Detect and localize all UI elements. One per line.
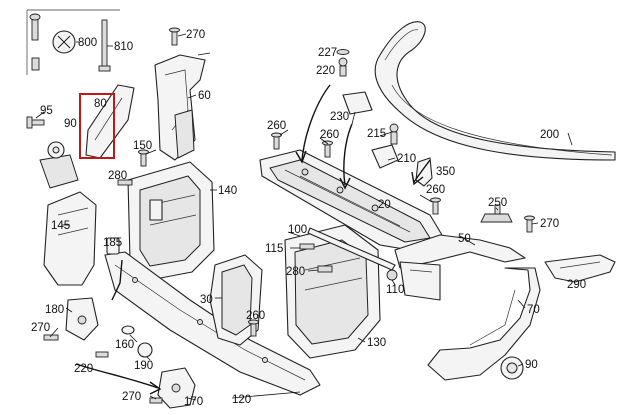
label-260: 260 — [267, 120, 286, 132]
bolts — [43, 27, 535, 404]
label-270: 270 — [31, 322, 50, 334]
label-30: 30 — [200, 294, 213, 306]
lower-carrier-120 — [104, 251, 321, 396]
support-arm-50 — [394, 234, 526, 301]
leader-lines — [35, 33, 573, 401]
bolt-95 — [26, 116, 45, 129]
label-280: 280 — [108, 170, 127, 182]
label-180: 180 — [45, 304, 64, 316]
label-50: 50 — [458, 233, 471, 245]
bracket-80 — [85, 84, 135, 159]
label-130: 130 — [367, 337, 386, 349]
part-labels: 800 810 270 60 80 95 90 150 280 140 145 … — [31, 29, 586, 408]
label-150: 150 — [133, 140, 152, 152]
bracket-145 — [39, 154, 97, 286]
support-130 — [284, 224, 381, 359]
label-230: 230 — [330, 111, 349, 123]
label-215: 215 — [367, 128, 386, 140]
label-80: 80 — [94, 98, 107, 110]
trim-290 — [544, 254, 616, 283]
flow-arrows — [75, 84, 431, 395]
grommet-90b — [500, 356, 524, 380]
part-190 — [137, 342, 153, 358]
upper-cross-member-200 — [374, 21, 616, 161]
label-290: 290 — [567, 279, 586, 291]
label-280: 280 — [286, 266, 305, 278]
label-220: 220 — [316, 65, 335, 77]
bracket-170 — [157, 367, 196, 409]
label-20: 20 — [378, 199, 391, 211]
sleeve-185 — [106, 237, 120, 255]
label-220: 220 — [74, 363, 93, 375]
label-100: 100 — [288, 224, 307, 236]
legend-box — [26, 9, 120, 75]
label-170: 170 — [184, 396, 203, 408]
label-120: 120 — [232, 394, 251, 406]
grommet-90a — [47, 141, 65, 159]
label-270: 270 — [540, 218, 559, 230]
label-800: 800 — [78, 37, 97, 49]
label-200: 200 — [540, 129, 559, 141]
label-810: 810 — [114, 41, 133, 53]
label-60: 60 — [198, 90, 211, 102]
label-160: 160 — [115, 339, 134, 351]
label-260: 260 — [246, 310, 265, 322]
label-90: 90 — [525, 359, 538, 371]
label-110: 110 — [386, 284, 404, 296]
label-270: 270 — [186, 29, 205, 41]
label-90: 90 — [64, 118, 77, 130]
arm-70 — [427, 267, 541, 381]
label-70: 70 — [527, 304, 540, 316]
label-227: 227 — [318, 47, 337, 59]
label-140: 140 — [218, 185, 237, 197]
hook-350 — [415, 157, 433, 187]
label-95: 95 — [40, 105, 53, 117]
bracket-210 — [371, 123, 399, 169]
label-115: 115 — [265, 243, 283, 255]
label-350: 350 — [436, 166, 455, 178]
clip-800-icon — [29, 13, 79, 71]
highlight-box-80 — [79, 93, 115, 159]
label-190: 190 — [134, 360, 153, 372]
bracket-180 — [65, 297, 99, 341]
label-260: 260 — [320, 129, 339, 141]
label-250: 250 — [488, 197, 507, 209]
label-145: 145 — [51, 220, 70, 232]
label-260: 260 — [426, 184, 445, 196]
headlamp-support-140 — [127, 161, 215, 281]
label-185: 185 — [103, 237, 122, 249]
screw-810-icon — [98, 19, 113, 72]
bracket-230 — [336, 49, 373, 115]
label-210: 210 — [397, 153, 416, 165]
part-160 — [121, 325, 135, 335]
label-270: 270 — [122, 391, 141, 403]
bracket-60 — [154, 54, 206, 161]
